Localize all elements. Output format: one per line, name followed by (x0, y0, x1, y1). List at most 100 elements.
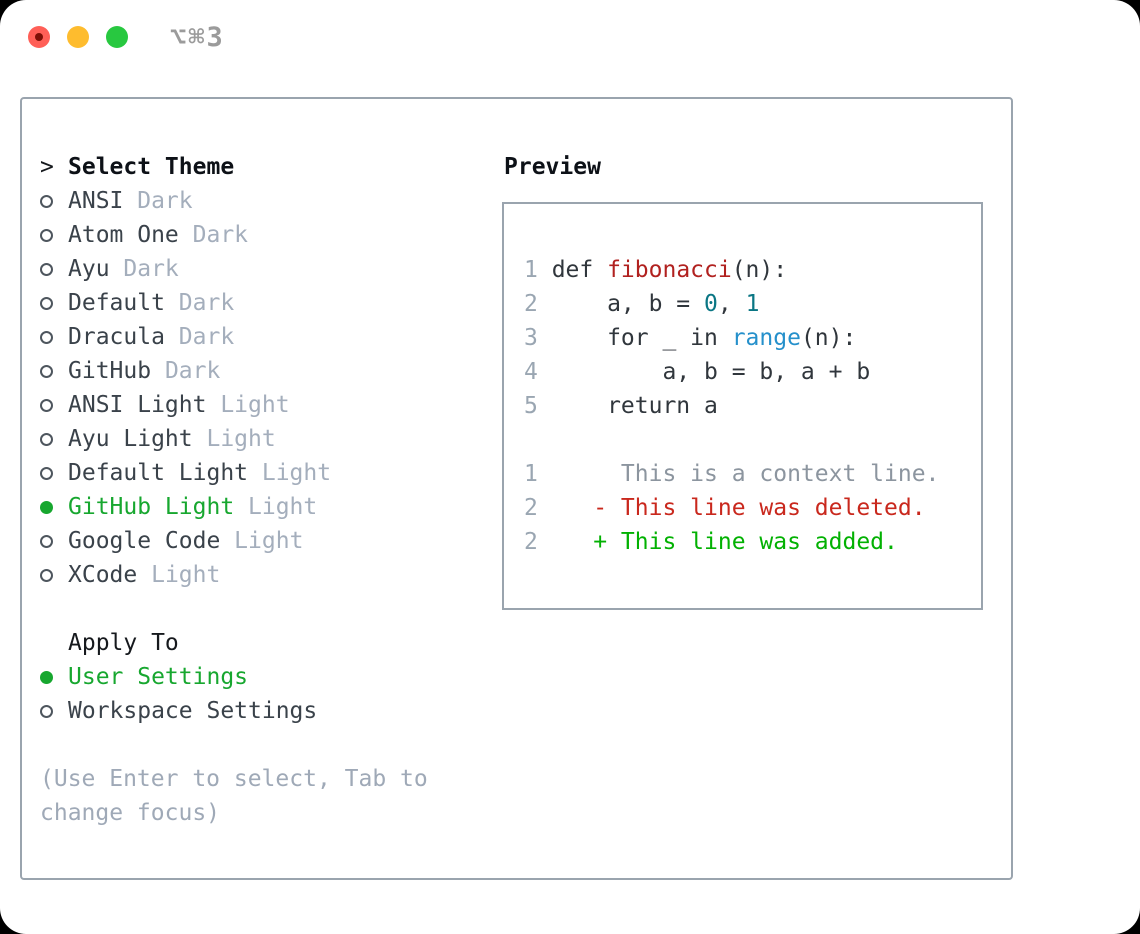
line-content: a, b = 0, 1 (551, 291, 760, 317)
line-content: for _ in range(n): (551, 325, 857, 351)
option-variant: Dark (164, 290, 235, 316)
zoom-button[interactable] (106, 26, 128, 48)
line-number: 5 (524, 393, 552, 419)
line-content: def fibonacci(n): (551, 257, 788, 283)
radio-selected-icon[interactable] (40, 670, 53, 684)
code-line: 4 a, b = b, a + b (524, 355, 981, 389)
option-variant: Light (234, 494, 318, 520)
radio-icon[interactable] (40, 364, 53, 378)
theme-option-ansi[interactable]: ANSI Dark (40, 184, 502, 218)
line-number: 3 (524, 325, 552, 351)
option-variant: Dark (151, 358, 221, 384)
line-number: 1 (524, 257, 552, 283)
theme-option-dracula[interactable]: Dracula Dark (40, 320, 502, 354)
theme-option-xcode[interactable]: XCode Light (40, 558, 502, 592)
keyboard-hint: (Use Enter to select, Tab to change focus… (40, 762, 502, 830)
theme-option-atom-one[interactable]: Atom One Dark (40, 218, 502, 252)
window-title: ⌥⌘3 (170, 22, 225, 53)
radio-selected-icon[interactable] (40, 500, 53, 514)
option-label: Default Light (68, 460, 249, 486)
select-theme-header: > Select Theme (40, 150, 502, 184)
select-theme-title: Select Theme (68, 154, 235, 180)
theme-option-default-light[interactable]: Default Light Light (40, 456, 502, 490)
apply-option-workspace-settings[interactable]: Workspace Settings (40, 694, 502, 728)
titlebar: ⌥⌘3 (0, 0, 1140, 97)
preview-box: 1 def fibonacci(n): 2 a, b = 0, 1 3 for _ … (502, 202, 983, 610)
theme-option-github-light[interactable]: GitHub Light Light (40, 490, 502, 524)
option-label: ANSI (68, 188, 124, 214)
option-variant: Light (220, 528, 304, 554)
option-label: GitHub (68, 358, 152, 384)
apply-to-header: Apply To (40, 626, 502, 660)
apply-option-user-settings[interactable]: User Settings (40, 660, 502, 694)
option-variant: Light (137, 562, 221, 588)
line-content: a, b = b, a + b (551, 359, 871, 385)
theme-option-ayu[interactable]: Ayu Dark (40, 252, 502, 286)
theme-option-ansi-light[interactable]: ANSI Light Light (40, 388, 502, 422)
radio-icon[interactable] (40, 466, 53, 480)
radio-icon[interactable] (40, 330, 53, 344)
line-number: 1 (524, 461, 552, 487)
line-content: This is a context line. (551, 461, 940, 487)
radio-icon[interactable] (40, 296, 53, 310)
radio-icon[interactable] (40, 262, 53, 276)
line-number: 2 (524, 291, 552, 317)
minimize-button[interactable] (67, 26, 89, 48)
preview-title: Preview (504, 154, 601, 180)
option-label: Ayu Light (68, 426, 193, 452)
radio-icon[interactable] (40, 228, 53, 242)
code-line: 2 - This line was deleted. (524, 491, 981, 525)
radio-icon[interactable] (40, 534, 53, 548)
code-line: 1 This is a context line. (524, 457, 981, 491)
close-button[interactable] (28, 26, 50, 48)
line-number (524, 423, 552, 457)
line-number: 2 (524, 529, 552, 555)
code-preview: 1 def fibonacci(n): 2 a, b = 0, 1 3 for _ … (524, 253, 981, 559)
option-label: Google Code (68, 528, 221, 554)
radio-icon[interactable] (40, 432, 53, 446)
radio-icon[interactable] (40, 568, 53, 582)
prompt-icon: > (40, 154, 54, 180)
theme-option-github[interactable]: GitHub Dark (40, 354, 502, 388)
option-variant: Light (248, 460, 332, 486)
code-line: 1 def fibonacci(n): (524, 253, 981, 287)
option-variant: Light (206, 392, 290, 418)
preview-pane: Preview 1 def fibonacci(n): 2 a, b = 0, 1… (502, 150, 983, 878)
theme-option-ayu-light[interactable]: Ayu Light Light (40, 422, 502, 456)
radio-icon[interactable] (40, 194, 53, 208)
option-label: Dracula (68, 324, 165, 350)
line-content: + This line was added. (551, 529, 898, 555)
option-label: Atom One (68, 222, 179, 248)
option-label: Workspace Settings (68, 698, 318, 724)
code-line (524, 423, 981, 457)
option-variant: Light (192, 426, 276, 452)
theme-option-default[interactable]: Default Dark (40, 286, 502, 320)
hint-line: change focus) (40, 800, 221, 826)
line-number: 2 (524, 495, 552, 521)
code-line: 5 return a (524, 389, 981, 423)
option-label: User Settings (68, 664, 249, 690)
theme-option-google-code[interactable]: Google Code Light (40, 524, 502, 558)
option-label: ANSI Light (68, 392, 207, 418)
option-variant: Dark (109, 256, 179, 282)
option-label: GitHub Light (68, 494, 235, 520)
option-variant: Dark (123, 188, 193, 214)
option-label: Default (68, 290, 165, 316)
code-line: 3 for _ in range(n): (524, 321, 981, 355)
line-content: - This line was deleted. (551, 495, 926, 521)
line-content: return a (551, 393, 718, 419)
option-label: Ayu (68, 256, 110, 282)
option-variant: Dark (164, 324, 235, 350)
hint-line: (Use Enter to select, Tab to (40, 766, 428, 792)
radio-icon[interactable] (40, 704, 53, 718)
line-number: 4 (524, 359, 552, 385)
option-label: XCode (68, 562, 138, 588)
radio-icon[interactable] (40, 398, 53, 412)
code-line: 2 + This line was added. (524, 525, 981, 559)
option-variant: Dark (178, 222, 249, 248)
